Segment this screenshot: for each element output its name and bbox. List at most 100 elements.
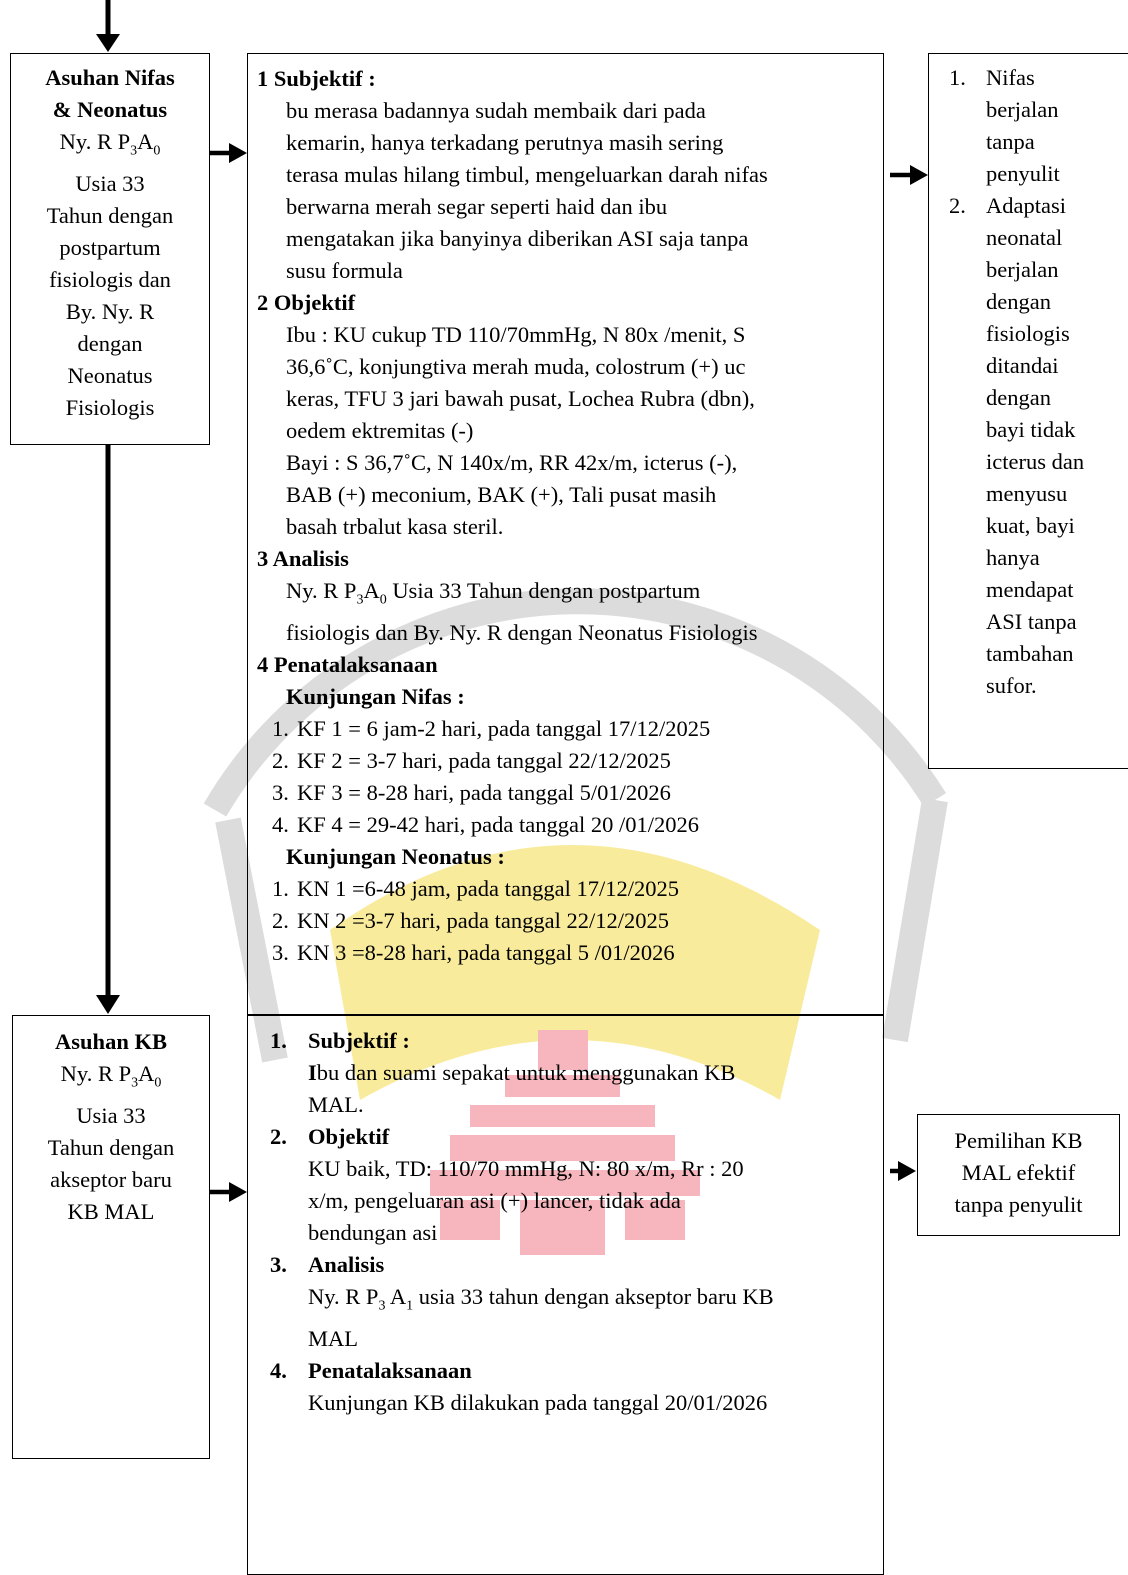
text-line: susu formula	[286, 258, 403, 283]
kb-box-line: akseptor baru	[50, 1166, 172, 1192]
nifas-box-line: By. Ny. R	[65, 298, 155, 324]
text-line: Bayi : S 36,7˚C, N 140x/m, RR 42x/m, ict…	[286, 450, 738, 475]
nifas-box-line: postpartum	[59, 234, 161, 260]
kb-analisis-body: Ny. R P3 A1 usia 33 tahun dengan aksepto…	[270, 1281, 883, 1355]
nifas-subjektif-heading: 1 Subjektif :	[257, 66, 376, 91]
arrow-top-in	[96, 0, 120, 52]
text-line: Adaptasi	[986, 193, 1066, 218]
result-item-2: 2. Adaptasi neonatal berjalan dengan fis…	[929, 190, 1128, 702]
text-line: berwarna merah segar seperti haid dan ib…	[286, 194, 668, 219]
text-line: fisiologis dan By. Ny. R dengan Neonatus…	[286, 619, 758, 645]
text-line: ditandai	[986, 353, 1059, 378]
result-item-1: 1. Nifas berjalan tanpa penyulit	[929, 62, 1128, 190]
kb-result-box: Pemilihan KB MAL efektif tanpa penyulit	[917, 1114, 1120, 1236]
nifas-analisis-body: Ny. R P3A0 Usia 33 Tahun dengan postpart…	[257, 575, 883, 649]
nifas-objektif-body: Ibu : KU cukup TD 110/70mmHg, N 80x /men…	[257, 319, 883, 543]
text-line: penyulit	[986, 161, 1060, 186]
list-item: 3.KF 3 = 8-28 hari, pada tanggal 5/01/20…	[272, 779, 671, 805]
nifas-box-patient: Ny. R P3A0	[59, 129, 161, 159]
text-line: Pemilihan KB	[954, 1128, 1083, 1153]
text-line: dengan	[986, 385, 1051, 410]
text-line: Ibu dan suami sepakat untuk menggunakan …	[308, 1060, 736, 1085]
text-line: mendapat	[986, 577, 1074, 602]
kb-penatalaksanaan-heading: 4.Penatalaksanaan	[270, 1357, 472, 1383]
list-item: 3.KN 3 =8-28 hari, pada tanggal 5 /01/20…	[272, 939, 675, 965]
arrow-soap-to-result	[890, 165, 928, 185]
text-line: Ny. R P3A0 Usia 33 Tahun dengan postpart…	[286, 578, 701, 608]
text-line: neonatal	[986, 225, 1063, 250]
text-line: mengatakan jika banyinya diberikan ASI s…	[286, 226, 749, 251]
result-item-number: 1.	[949, 65, 966, 90]
text-line: berjalan	[986, 257, 1059, 282]
text-line: berjalan	[986, 97, 1059, 122]
arrow-kbsoap-to-result	[890, 1161, 916, 1181]
text-line: MAL efektif	[961, 1160, 1076, 1185]
nifas-soap-box: 1 Subjektif : bu merasa badannya sudah m…	[247, 53, 884, 1015]
text-line: Ibu : KU cukup TD 110/70mmHg, N 80x /men…	[286, 322, 746, 347]
kb-box-title: Asuhan KB	[55, 1029, 167, 1054]
text-line: terasa mulas hilang timbul, mengeluarkan…	[286, 162, 768, 187]
kb-box-patient: Ny. R P3A0	[60, 1061, 162, 1091]
text-line: basah trbalut kasa steril.	[286, 514, 504, 539]
kb-subjektif-body: Ibu dan suami sepakat untuk menggunakan …	[270, 1057, 883, 1121]
text-line: Ny. R P3 A1 usia 33 tahun dengan aksepto…	[308, 1284, 774, 1314]
text-line: 36,6˚C, konjungtiva merah muda, colostru…	[286, 354, 746, 379]
nifas-result-box: 1. Nifas berjalan tanpa penyulit 2. Adap…	[928, 53, 1128, 769]
nifas-analisis-heading: 3 Analisis	[257, 546, 349, 571]
kb-penatalaksanaan-body: Kunjungan KB dilakukan pada tanggal 20/0…	[270, 1387, 883, 1419]
nifas-penatalaksanaan-heading: 4 Penatalaksanaan	[257, 651, 438, 677]
text-line: icterus dan	[986, 449, 1085, 474]
nifas-box-line: Neonatus	[67, 362, 153, 388]
arrow-kb-to-soap	[209, 1182, 247, 1202]
kb-subjektif-heading: 1.Subjektif :	[270, 1028, 410, 1053]
kb-analisis-heading: 3.Analisis	[270, 1252, 385, 1277]
text-line: bendungan asi	[308, 1220, 438, 1245]
text-line: tambahan	[986, 641, 1074, 666]
kunjungan-neonatus-list: 1.KN 1 =6-48 jam, pada tanggal 17/12/202…	[257, 873, 883, 969]
kb-box: Asuhan KB Ny. R P3A0 Usia 33 Tahun denga…	[12, 1015, 210, 1459]
kunjungan-nifas-heading: Kunjungan Nifas :	[286, 683, 465, 709]
kb-box-line: KB MAL	[67, 1198, 155, 1224]
nifas-box-line: Fisiologis	[65, 394, 155, 420]
nifas-neonatus-box: Asuhan Nifas & Neonatus Ny. R P3A0 Usia …	[10, 53, 210, 445]
text-line: menyusu	[986, 481, 1068, 506]
kb-box-line: Tahun dengan	[47, 1134, 175, 1160]
kb-box-line: Usia 33	[76, 1102, 146, 1128]
text-line: tanpa	[986, 129, 1035, 154]
list-item: 4.KF 4 = 29-42 hari, pada tanggal 20 /01…	[272, 811, 700, 837]
text-line: oedem ektremitas (-)	[286, 418, 474, 443]
nifas-box-line: dengan	[77, 330, 143, 356]
text-line: Kunjungan KB dilakukan pada tanggal 20/0…	[308, 1389, 768, 1415]
kunjungan-nifas-list: 1.KF 1 = 6 jam-2 hari, pada tanggal 17/1…	[257, 713, 883, 841]
text-line: dengan	[986, 289, 1051, 314]
list-item: 1.KF 1 = 6 jam-2 hari, pada tanggal 17/1…	[272, 715, 711, 741]
arrow-down-to-kb	[96, 444, 120, 1014]
text-line: sufor.	[986, 673, 1037, 698]
text-line: KU baik, TD: 110/70 mmHg, N: 80 x/m, Rr …	[308, 1156, 744, 1181]
text-line: x/m, pengeluaran asi (+) lancer, tidak a…	[308, 1188, 681, 1213]
text-line: kuat, bayi	[986, 513, 1075, 538]
kunjungan-neonatus-heading: Kunjungan Neonatus :	[286, 843, 505, 869]
text-line: Nifas	[986, 65, 1035, 90]
list-item: 1.KN 1 =6-48 jam, pada tanggal 17/12/202…	[272, 875, 679, 901]
nifas-box-line: Tahun dengan	[46, 202, 174, 228]
text-line: fisiologis	[986, 321, 1070, 346]
arrow-nifas-to-soap	[209, 143, 247, 163]
nifas-box-title-2: & Neonatus	[52, 97, 168, 122]
text-line: keras, TFU 3 jari bawah pusat, Lochea Ru…	[286, 386, 755, 411]
nifas-box-line: fisiologis dan	[49, 266, 171, 292]
text-line: kemarin, hanya terkadang perutnya masih …	[286, 130, 724, 155]
text-line: MAL	[308, 1325, 358, 1351]
text-line: bayi tidak	[986, 417, 1076, 442]
nifas-subjektif-body: bu merasa badannya sudah membaik dari pa…	[257, 95, 883, 287]
text-line: BAB (+) meconium, BAK (+), Tali pusat ma…	[286, 482, 717, 507]
text-line: MAL.	[308, 1092, 364, 1117]
nifas-box-title-1: Asuhan Nifas	[45, 65, 175, 90]
list-item: 2.KN 2 =3-7 hari, pada tanggal 22/12/202…	[272, 907, 669, 933]
list-item: 2.KF 2 = 3-7 hari, pada tanggal 22/12/20…	[272, 747, 671, 773]
kb-objektif-body: KU baik, TD: 110/70 mmHg, N: 80 x/m, Rr …	[270, 1153, 883, 1249]
text-line: ASI tanpa	[986, 609, 1077, 634]
nifas-box-line: Usia 33	[75, 170, 145, 196]
kb-soap-box: 1.Subjektif : Ibu dan suami sepakat untu…	[247, 1015, 884, 1575]
